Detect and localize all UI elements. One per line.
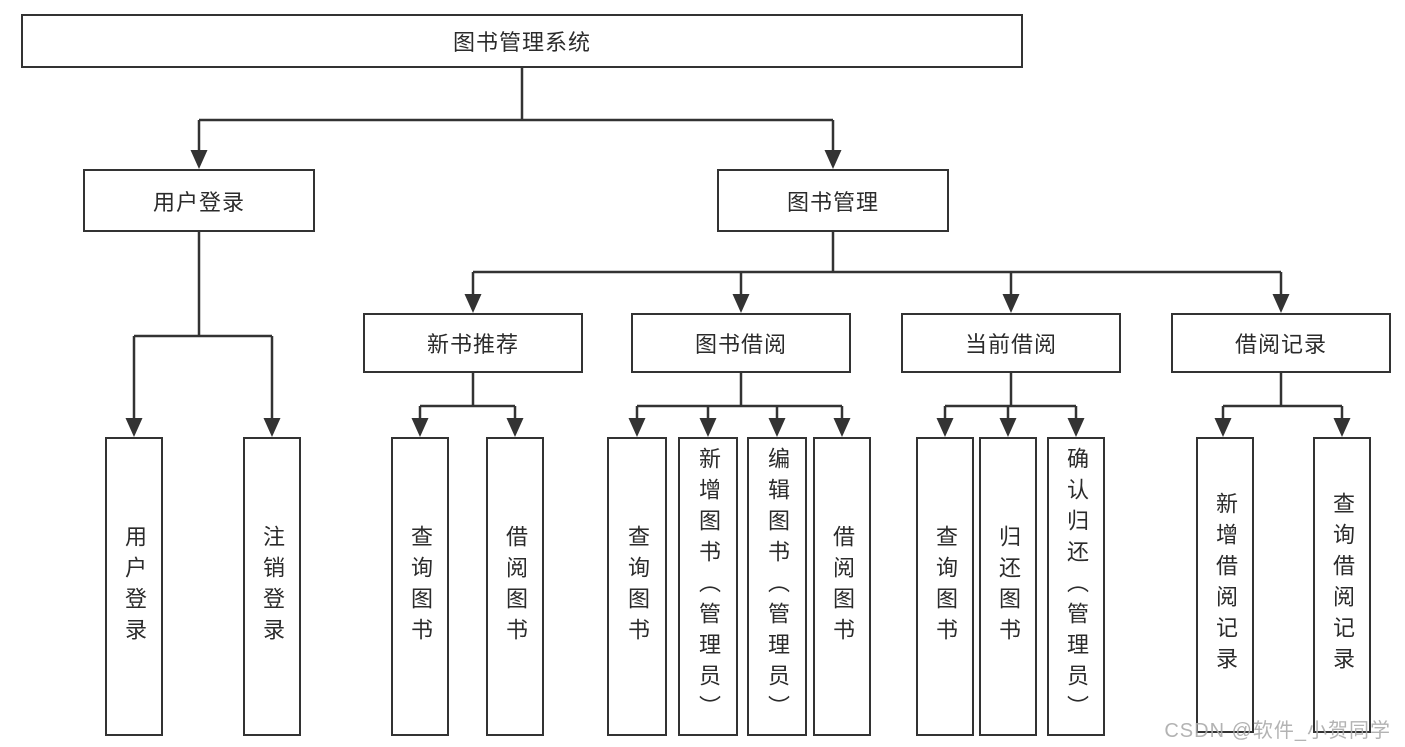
node-borrow-records-label: 借阅记录 bbox=[1234, 332, 1327, 357]
node-library-management-system-label: 图书管理系统 bbox=[452, 30, 591, 55]
leaf-newbook-query-book: 查询图书 bbox=[391, 437, 449, 736]
leaf-add-borrow-record-label: 新增借阅记录 bbox=[1213, 492, 1238, 678]
leaf-newbook-borrow-book-label: 借阅图书 bbox=[503, 524, 528, 649]
leaf-confirm-return-admin: 确认归还（管理员） bbox=[1047, 437, 1105, 736]
leaf-newbook-borrow-book: 借阅图书 bbox=[486, 437, 544, 736]
leaf-user-login: 用户登录 bbox=[105, 437, 163, 736]
leaf-logout-login: 注销登录 bbox=[243, 437, 301, 736]
leaf-borrow-query-book: 查询图书 bbox=[607, 437, 667, 736]
node-current-borrow-label: 当前借阅 bbox=[964, 332, 1057, 357]
leaf-edit-book-admin-label: 编辑图书（管理员） bbox=[765, 447, 790, 726]
node-borrow-records: 借阅记录 bbox=[1171, 313, 1391, 373]
node-book-borrow: 图书借阅 bbox=[631, 313, 851, 373]
leaf-query-borrow-record: 查询借阅记录 bbox=[1313, 437, 1371, 733]
leaf-query-borrow-record-label: 查询借阅记录 bbox=[1330, 492, 1355, 678]
leaf-user-login-label: 用户登录 bbox=[122, 524, 147, 649]
node-user-login: 用户登录 bbox=[83, 169, 315, 232]
leaf-borrow-query-book-label: 查询图书 bbox=[625, 524, 650, 649]
node-library-management-system: 图书管理系统 bbox=[21, 14, 1023, 68]
leaf-logout-login-label: 注销登录 bbox=[260, 524, 285, 649]
leaf-add-book-admin: 新增图书（管理员） bbox=[678, 437, 738, 736]
node-book-borrow-label: 图书借阅 bbox=[694, 332, 787, 357]
leaf-current-query-book-label: 查询图书 bbox=[933, 524, 958, 649]
csdn-watermark: CSDN @软件_小贺同学 bbox=[1164, 720, 1391, 742]
leaf-current-query-book: 查询图书 bbox=[916, 437, 974, 736]
node-user-login-label: 用户登录 bbox=[152, 189, 245, 215]
leaf-edit-book-admin: 编辑图书（管理员） bbox=[747, 437, 807, 736]
leaf-newbook-query-book-label: 查询图书 bbox=[408, 524, 433, 649]
node-new-book-recommend-label: 新书推荐 bbox=[426, 332, 519, 357]
leaf-return-book: 归还图书 bbox=[979, 437, 1037, 736]
node-new-book-recommend: 新书推荐 bbox=[363, 313, 583, 373]
leaf-add-book-admin-label: 新增图书（管理员） bbox=[696, 447, 721, 726]
node-current-borrow: 当前借阅 bbox=[901, 313, 1121, 373]
leaf-borrow-borrow-book: 借阅图书 bbox=[813, 437, 871, 736]
leaf-return-book-label: 归还图书 bbox=[996, 524, 1021, 649]
node-book-management-label: 图书管理 bbox=[786, 189, 879, 215]
node-book-management: 图书管理 bbox=[717, 169, 949, 232]
leaf-confirm-return-admin-label: 确认归还（管理员） bbox=[1064, 447, 1089, 726]
leaf-add-borrow-record: 新增借阅记录 bbox=[1196, 437, 1254, 733]
leaf-borrow-borrow-book-label: 借阅图书 bbox=[830, 524, 855, 649]
